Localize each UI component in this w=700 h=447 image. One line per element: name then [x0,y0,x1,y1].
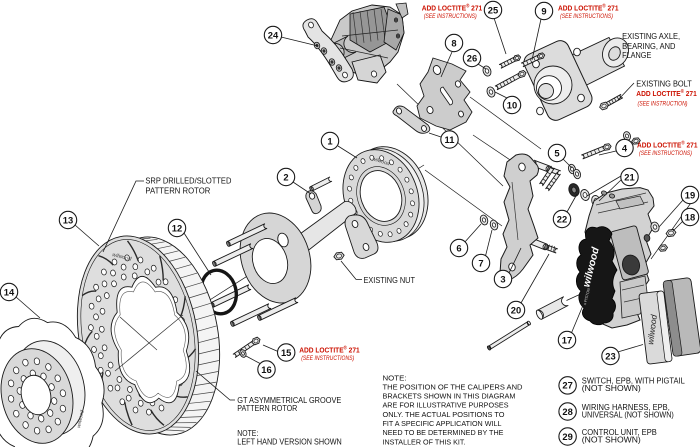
svg-text:14: 14 [4,286,15,297]
svg-text:12: 12 [172,222,182,233]
svg-text:(NOT SHOWN): (NOT SHOWN) [582,384,641,393]
svg-text:28: 28 [562,406,572,417]
svg-text:ONLY. THE ACTUAL POSITIONS TO: ONLY. THE ACTUAL POSITIONS TO [383,410,505,419]
svg-text:(SEE INSTRUCTIONS): (SEE INSTRUCTIONS) [560,14,613,20]
svg-text:SWITCH, EPB, WITH PIGTAIL: SWITCH, EPB, WITH PIGTAIL [582,377,686,386]
svg-text:17: 17 [562,334,572,345]
svg-text:16: 16 [261,364,271,375]
svg-text:25: 25 [488,4,498,15]
svg-text:EXISTING NUT: EXISTING NUT [364,275,416,285]
svg-text:INSTALLER OF THIS KIT.: INSTALLER OF THIS KIT. [383,437,466,446]
svg-text:GT ASYMMETRICAL GROOVE: GT ASYMMETRICAL GROOVE [237,395,341,405]
svg-text:(NOT SHOWN): (NOT SHOWN) [582,435,641,444]
svg-text:NOTE:: NOTE: [237,428,258,438]
svg-text:SRP DRILLED/SLOTTED: SRP DRILLED/SLOTTED [145,176,231,186]
svg-text:BRACKETS SHOWN IN THIS DIAGRAM: BRACKETS SHOWN IN THIS DIAGRAM [383,392,516,401]
svg-text:FLANGE: FLANGE [622,50,652,60]
svg-text:EXISTING AXLE,: EXISTING AXLE, [622,31,680,41]
svg-text:18: 18 [685,211,695,222]
svg-text:4: 4 [622,142,628,153]
svg-text:ADD LOCTITE® 271: ADD LOCTITE® 271 [636,88,697,98]
svg-text:wilwood: wilwood [76,410,86,429]
svg-text:UNIVERSAL (NOT SHOWN): UNIVERSAL (NOT SHOWN) [582,410,674,419]
svg-text:LEFT HAND VERSION SHOWN: LEFT HAND VERSION SHOWN [237,436,341,446]
svg-text:20: 20 [511,304,521,315]
svg-text:NOTE:: NOTE: [383,373,407,382]
svg-text:11: 11 [445,134,455,145]
svg-text:(SEE INSTRUCTIONS): (SEE INSTRUCTIONS) [301,356,354,362]
svg-text:EXISTING BOLT: EXISTING BOLT [636,79,692,89]
svg-text:BEARING, AND: BEARING, AND [622,41,675,51]
svg-text:23: 23 [605,350,615,361]
svg-text:(SEE INSTRUCTION): (SEE INSTRUCTION) [638,101,688,107]
svg-text:1: 1 [327,135,332,146]
svg-text:THE POSITION OF THE CALIPERS A: THE POSITION OF THE CALIPERS AND [383,382,523,391]
svg-text:ADD LOCTITE® 271: ADD LOCTITE® 271 [422,3,483,13]
svg-text:NEED TO BE DETERMINED BY THE: NEED TO BE DETERMINED BY THE [383,428,504,437]
svg-text:26: 26 [467,52,477,63]
svg-text:(SEE INSTRUCTIONS): (SEE INSTRUCTIONS) [424,14,477,20]
svg-text:29: 29 [562,431,572,442]
svg-text:wilwood: wilwood [371,156,390,167]
svg-text:CONTROL UNIT, EPB: CONTROL UNIT, EPB [582,428,657,437]
svg-text:wilwood: wilwood [645,314,659,345]
svg-text:5: 5 [554,147,559,158]
svg-text:22: 22 [557,213,567,224]
svg-text:15: 15 [281,347,291,358]
svg-text:PATTERN ROTOR: PATTERN ROTOR [145,186,210,196]
svg-text:7: 7 [478,257,483,268]
svg-text:ARE FOR ILLUSTRATIVE PURPOSES: ARE FOR ILLUSTRATIVE PURPOSES [383,401,509,410]
svg-text:3: 3 [500,273,505,284]
svg-text:21: 21 [624,171,634,182]
svg-text:4 PISTON: 4 PISTON [583,288,591,306]
svg-text:ADD LOCTITE® 271: ADD LOCTITE® 271 [637,140,698,150]
svg-text:27: 27 [562,380,572,391]
svg-text:(SEE INSTRUCTIONS): (SEE INSTRUCTIONS) [639,151,692,157]
svg-text:FIT A SPECIFIC APPLICATION WIL: FIT A SPECIFIC APPLICATION WILL [383,419,502,428]
svg-text:WIRING HARNESS, EPB,: WIRING HARNESS, EPB, [582,403,670,412]
svg-text:10: 10 [507,99,517,110]
svg-text:8: 8 [451,37,456,48]
svg-text:24: 24 [268,29,279,40]
svg-text:2: 2 [283,171,288,182]
svg-text:ADD LOCTITE® 271: ADD LOCTITE® 271 [558,3,619,13]
svg-text:6: 6 [456,242,461,253]
svg-text:PATTERN ROTOR: PATTERN ROTOR [237,403,297,413]
svg-text:19: 19 [685,189,695,200]
svg-text:wilwood: wilwood [112,252,133,263]
svg-text:ADD LOCTITE® 271: ADD LOCTITE® 271 [299,345,360,355]
svg-text:9: 9 [541,5,546,16]
svg-text:13: 13 [63,214,73,225]
